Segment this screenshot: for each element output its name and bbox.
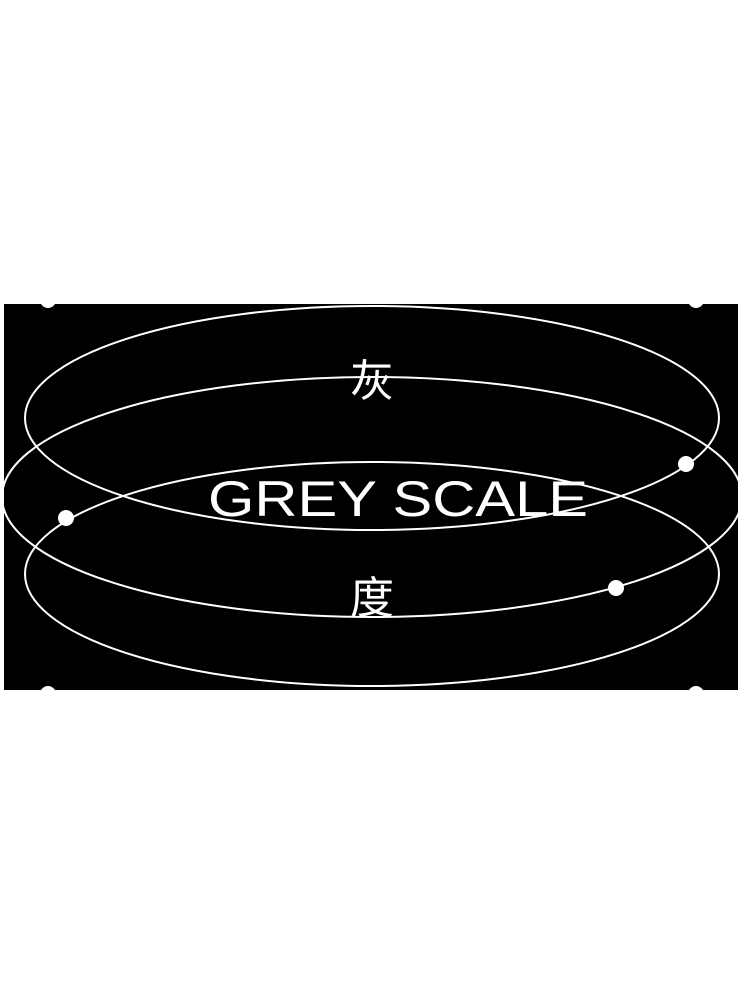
orbit-ellipse-bottom	[24, 461, 720, 687]
orbit-ellipse-top	[24, 305, 720, 531]
corner-dot	[689, 686, 703, 690]
title: GREY SCALE	[208, 471, 588, 527]
orbit-dot	[678, 456, 694, 472]
corner-dot	[41, 686, 55, 690]
corner-dot	[689, 304, 703, 308]
corner-dot	[41, 304, 55, 308]
char-bottom: 度	[350, 573, 394, 624]
orbit-dot	[608, 580, 624, 596]
orbit-dot	[58, 510, 74, 526]
orbit-ellipse-middle	[4, 376, 738, 618]
char-top: 灰	[350, 356, 394, 407]
